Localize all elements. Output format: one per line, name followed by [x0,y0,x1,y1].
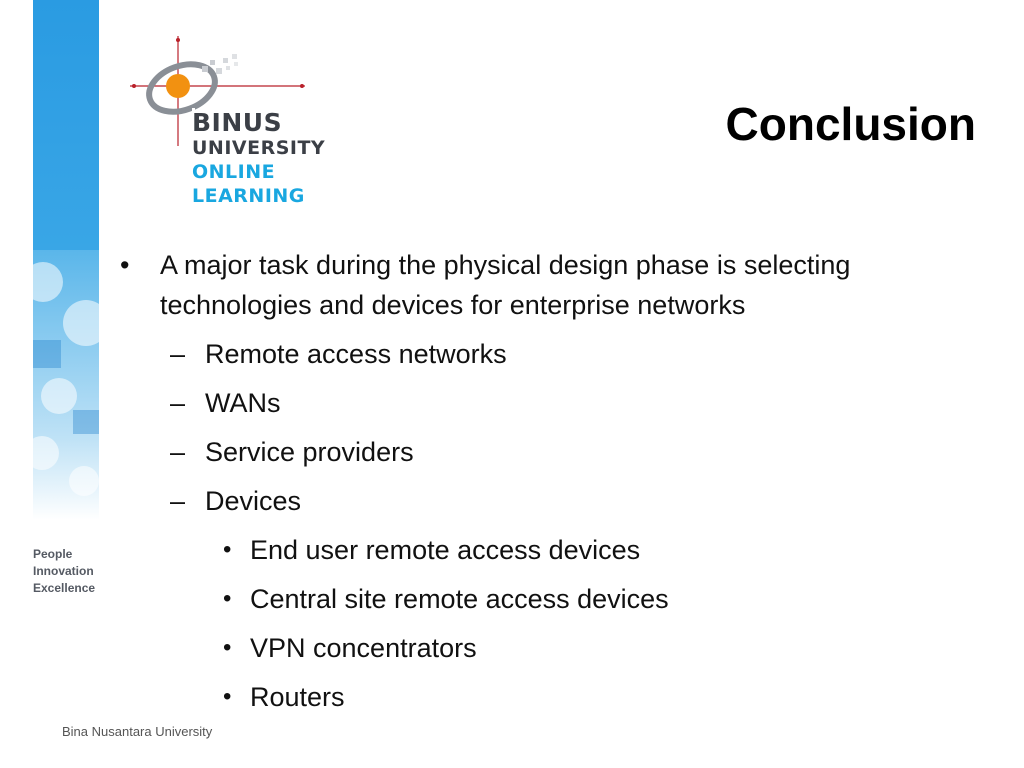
logo-binus: BINUS [192,108,283,137]
sub-bullet-text: Devices [205,486,302,516]
footer-text: Bina Nusantara University [62,724,213,739]
strip-pattern-shape [33,436,59,470]
sub-bullet-text: WANs [205,388,281,418]
slide-title: Conclusion [725,98,976,150]
logo-wordmark: BINUS UNIVERSITY ONLINE LEARNING [192,110,325,208]
sub-bullet-item: – WANs [118,383,978,423]
dash-marker: – [170,339,186,369]
binus-logo: BINUS UNIVERSITY ONLINE LEARNING [130,36,330,226]
sub-sub-bullet-item: • VPN concentrators [118,628,978,668]
bullet-marker: • [120,250,130,280]
bullet-marker: • [223,536,232,563]
logo-university: UNIVERSITY [192,137,326,159]
logo-online: ONLINE [192,161,276,183]
bullet-marker: • [223,634,232,661]
tagline: People Innovation Excellence [33,546,95,597]
bullet-text: A major task during the physical design … [160,250,851,320]
sub-sub-bullet-item: • Routers [118,677,978,717]
logo-emblem-icon [130,36,305,218]
strip-pattern-shape [41,378,77,414]
sub-sub-bullet-text: VPN concentrators [250,633,477,663]
strip-pattern-shape [63,300,99,346]
tagline-innovation: Innovation [33,564,94,578]
sub-bullet-text: Service providers [205,437,414,467]
strip-pattern-shape [69,466,99,496]
bullet-marker: • [223,585,232,612]
sub-bullet-text: Remote access networks [205,339,507,369]
strip-solid-band [33,0,99,250]
sub-sub-bullet-text: End user remote access devices [250,535,641,565]
dash-marker: – [170,388,186,418]
sub-bullet-item: – Service providers [118,432,978,472]
strip-pattern-shape [73,410,99,434]
sub-sub-bullet-text: Central site remote access devices [250,584,669,614]
sub-sub-bullet-item: • Central site remote access devices [118,579,978,619]
sub-sub-bullet-text: Routers [250,682,345,712]
bullet-item: • A major task during the physical desig… [118,245,960,325]
strip-pattern-shape [33,340,61,368]
sub-sub-bullet-item: • End user remote access devices [118,530,978,570]
slide-content: • A major task during the physical desig… [118,245,978,726]
sub-bullet-item: – Remote access networks [118,334,978,374]
dash-marker: – [170,486,186,516]
sub-bullet-item: – Devices [118,481,978,521]
decorative-side-strip [33,0,99,520]
tagline-people: People [33,547,73,561]
logo-learning: LEARNING [192,185,305,207]
bullet-marker: • [223,683,232,710]
tagline-excellence: Excellence [33,581,96,595]
dash-marker: – [170,437,186,467]
